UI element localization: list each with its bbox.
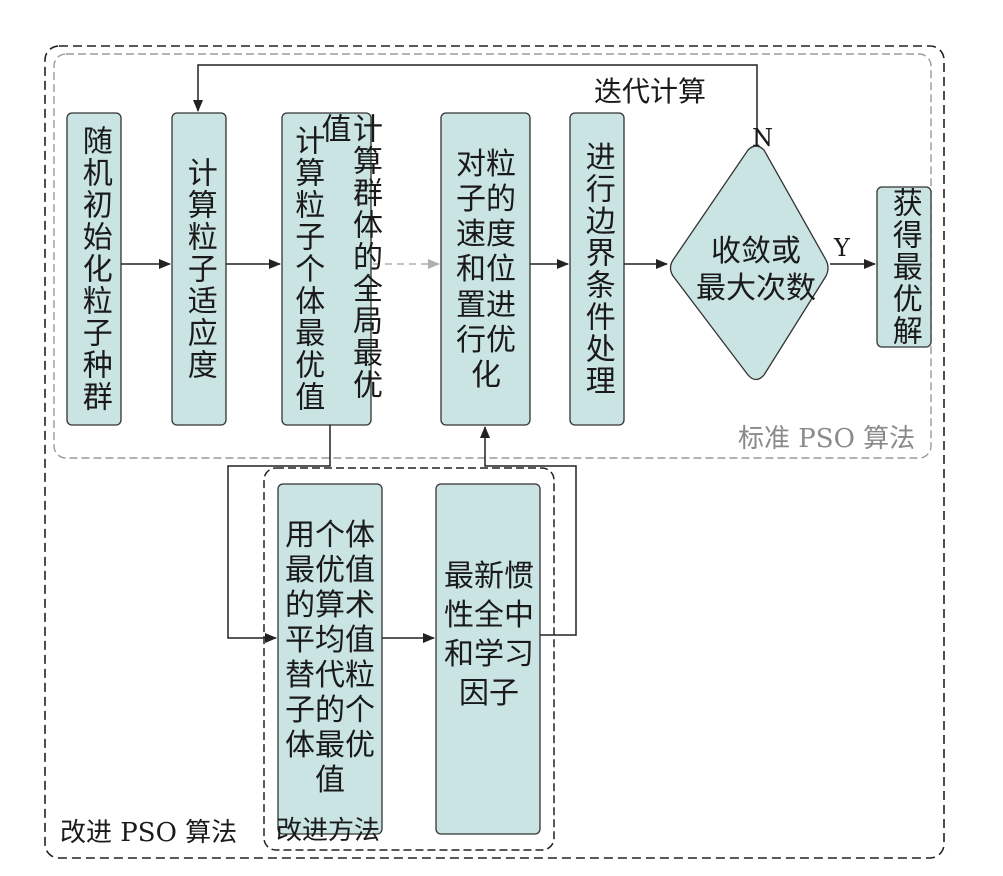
inertia-box [435,483,541,835]
improved-pso-region [44,45,945,859]
best-box [281,112,372,426]
update-label: 对粒子的速度和位置进行优化 [456,147,516,393]
avg-label: 用个体最优值的算术平均值替代粒子的个体最优值 [285,517,375,799]
improved-method-label: 改进方法 [276,816,381,846]
standard-pso-label: 标准 PSO 算法 [738,424,916,454]
best-label-col2: 计算群体的全局最优值 [315,113,383,401]
result-label: 获得最优解 [886,187,922,347]
loop-label: 迭代计算 [594,75,707,108]
boundary-label: 进行边界条件处理 [579,141,615,397]
arrow-loop-back [193,64,758,146]
init-box [66,112,122,426]
avg-box [277,483,383,835]
decision-yes-label: Y [834,234,850,262]
fitness-box [171,112,227,426]
update-box [440,112,531,426]
result-box [876,186,932,348]
improved-pso-label: 改进 PSO 算法 [60,818,238,848]
init-label: 随机初始化粒子种群 [76,125,112,413]
improved-method-region [263,467,555,851]
boundary-box [569,112,625,426]
inertia-label: 最新惯性全中和学习因子 [444,559,534,711]
arrow-inertia-to-update [480,426,577,636]
fitness-label: 计算粒子适应度 [181,157,217,381]
decision-label: 收敛或 最大次数 [696,233,816,307]
best-label-col1: 计算粒子个体最优值 [289,125,325,413]
decision-no-label: N [752,124,773,152]
decision-diamond [669,145,829,381]
arrow-best-to-avg [227,425,331,643]
